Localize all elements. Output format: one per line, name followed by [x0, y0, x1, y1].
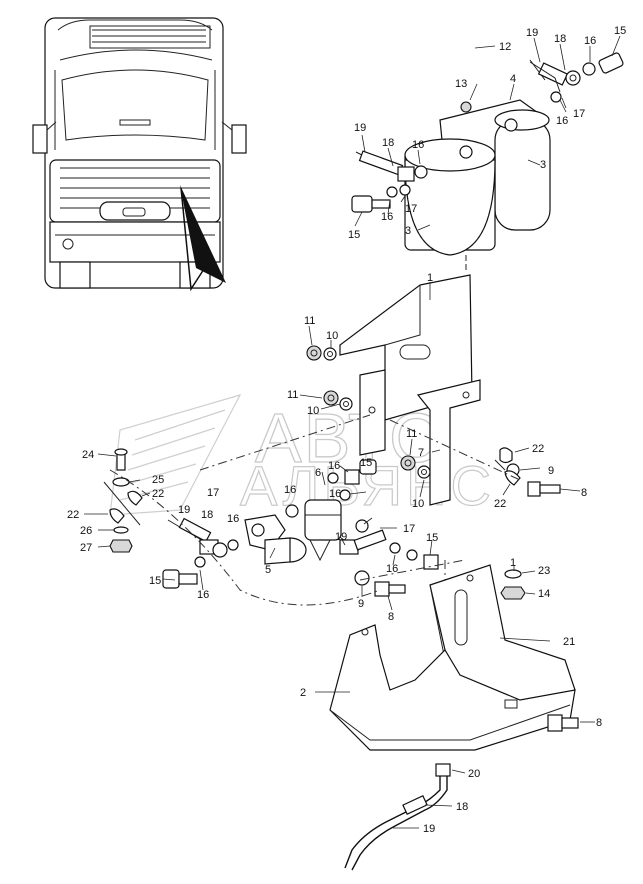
callout-16e: 16 [328, 460, 340, 472]
callout-15e: 15 [149, 575, 161, 587]
callout-15b: 15 [348, 229, 360, 241]
callout-20: 20 [468, 768, 480, 780]
callout-3b: 3 [405, 225, 411, 237]
lower-middle-bolt [354, 570, 406, 597]
callout-26: 26 [80, 525, 92, 537]
callout-14: 14 [538, 588, 550, 600]
callout-3: 3 [540, 159, 546, 171]
callout-21: 21 [563, 636, 575, 648]
hand-pump-group [167, 459, 439, 570]
callout-11: 11 [304, 315, 315, 327]
callout-8c: 8 [596, 717, 602, 729]
callout-19b: 19 [354, 122, 366, 134]
callout-18d: 18 [456, 801, 468, 813]
callout-10: 10 [326, 330, 338, 342]
callout-22d: 22 [67, 509, 79, 521]
callout-2: 2 [300, 687, 306, 699]
callout-16b: 16 [556, 115, 568, 127]
right-lower-nuts [500, 569, 579, 732]
bracket-7 [416, 379, 481, 506]
callout-19d: 19 [335, 531, 347, 543]
callout-1b: 1 [510, 557, 516, 569]
callout-16: 16 [584, 35, 596, 47]
callout-11c: 11 [406, 428, 417, 440]
callout-17d: 17 [403, 523, 415, 535]
callout-16g: 16 [227, 513, 239, 525]
callout-17b: 17 [405, 203, 417, 215]
callout-22c: 22 [152, 488, 164, 500]
leader-lines [84, 35, 621, 829]
pan-2 [329, 624, 576, 751]
callout-16c: 16 [412, 139, 424, 151]
callout-16h: 16 [284, 484, 296, 496]
right-mid-fittings [494, 447, 561, 497]
nuts-washers-upper [306, 345, 431, 479]
left-fittings-cluster [103, 448, 143, 553]
callout-10c: 10 [412, 498, 424, 510]
callout-10b: 10 [307, 405, 319, 417]
callout-16d: 16 [381, 211, 393, 223]
callout-5: 5 [265, 564, 271, 576]
callout-18: 18 [554, 33, 566, 45]
callout-16j: 16 [197, 589, 209, 601]
callout-13: 13 [455, 78, 467, 90]
callout-15: 15 [614, 25, 626, 37]
callout-18c: 18 [201, 509, 213, 521]
callout-8b: 8 [388, 611, 394, 623]
callout-15c: 15 [360, 457, 372, 469]
callout-9b: 9 [358, 598, 364, 610]
fuel-line [344, 763, 451, 871]
callout-16f: 16 [329, 488, 341, 500]
callout-4: 4 [510, 73, 516, 85]
fuel-filter-assembly [404, 99, 551, 270]
callout-15d: 15 [426, 532, 438, 544]
callout-27: 27 [80, 542, 92, 554]
callout-11b: 11 [287, 389, 298, 401]
bracket-1 [339, 274, 473, 456]
callout-6: 6 [315, 467, 321, 479]
orientation-arrow-icon [180, 185, 226, 292]
callout-17c: 17 [207, 487, 219, 499]
callout-24: 24 [82, 449, 94, 461]
callout-22: 22 [532, 443, 544, 455]
callout-18b: 18 [382, 137, 394, 149]
top-right-fittings [529, 52, 624, 103]
lower-left-bolt [162, 556, 206, 589]
callout-16i: 16 [386, 563, 398, 575]
callout-22b: 22 [494, 498, 506, 510]
callout-25: 25 [152, 474, 164, 486]
callout-8: 8 [581, 487, 587, 499]
callout-9: 9 [548, 465, 554, 477]
callout-19e: 19 [423, 823, 435, 835]
callout-17: 17 [573, 108, 585, 120]
callout-23: 23 [538, 565, 550, 577]
callout-19c: 19 [178, 504, 190, 516]
callout-7: 7 [418, 447, 424, 459]
callout-12: 12 [499, 41, 511, 53]
callout-labels: 15 19 18 16 12 4 13 17 16 3 19 18 16 17 … [67, 25, 626, 835]
callout-1: 1 [427, 272, 433, 284]
truck-front-view [32, 17, 247, 292]
top-left-fittings [351, 150, 428, 213]
callout-19: 19 [526, 27, 538, 39]
